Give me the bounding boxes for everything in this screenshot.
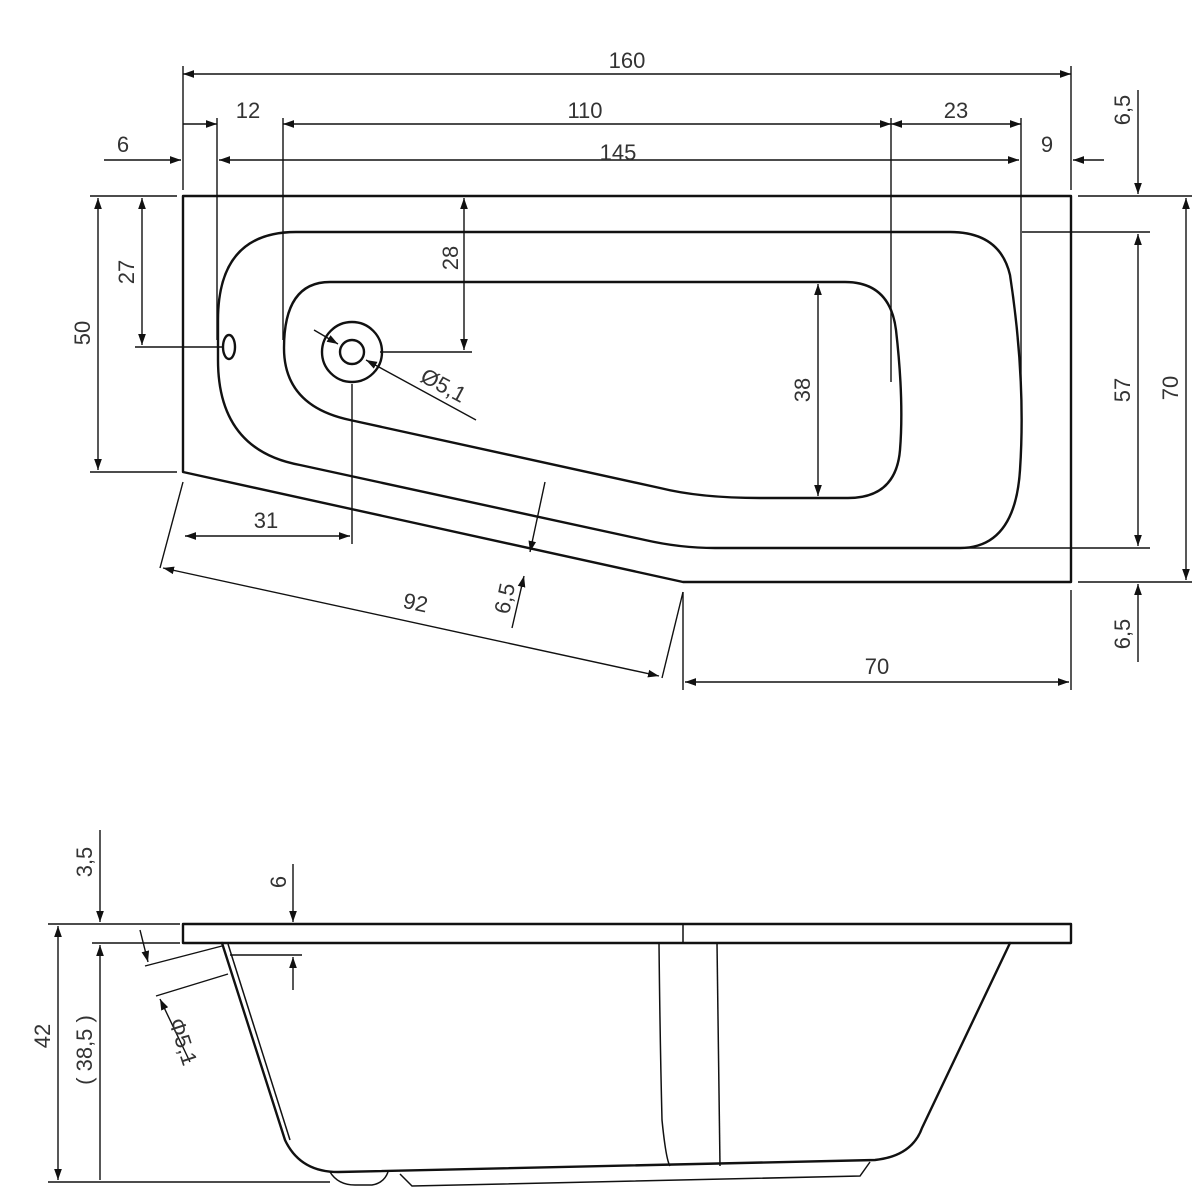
tub-bottom [282,280,903,500]
dim-label-28: 28 [438,246,463,270]
side-foot-left [329,1171,389,1186]
dim-label-12: 12 [236,98,260,123]
dim-label-38-5: ( 38,5 ) [72,1015,97,1085]
side-tub-body [220,941,1012,1174]
dim-label-side-6: 6 [266,876,291,888]
dim-label-drain-dia: Ø5,1 [417,363,471,407]
dim-label-50: 50 [70,321,95,345]
dim-label-3-5: 3,5 [72,847,97,878]
top-view: 160 12 110 23 6 145 9 6,5 57 70 6,5 [70,48,1192,690]
dim-label-42: 42 [30,1024,55,1048]
dim-label-6: 6 [117,132,129,157]
drain-outer [320,320,384,384]
dim-label-31: 31 [254,508,278,533]
dim-label-70-bottom: 70 [865,654,889,679]
dim-label-160: 160 [609,48,646,73]
dim-label-57: 57 [1110,378,1135,402]
outer-rim [181,194,1073,584]
dim-label-110: 110 [567,98,602,123]
dim-label-side-dia: Φ5,1 [164,1015,203,1069]
side-rim [181,922,1073,945]
side-foot-right [399,1161,871,1187]
dim-label-70-right: 70 [1158,376,1183,400]
dim-label-27: 27 [114,260,139,284]
dim-label-23: 23 [944,98,968,123]
dim-label-38: 38 [790,378,815,402]
dim-label-145: 145 [600,140,637,165]
drain-inner [338,338,366,366]
dim-label-top-6-5: 6,5 [1110,95,1135,126]
overflow-hole [221,333,237,361]
dim-label-bottom-6-5: 6,5 [1110,619,1135,650]
dim-label-9: 9 [1041,132,1053,157]
side-view: 3,5 42 ( 38,5 ) 6 Φ5,1 [30,830,1073,1187]
dim-label-92: 92 [401,588,430,618]
